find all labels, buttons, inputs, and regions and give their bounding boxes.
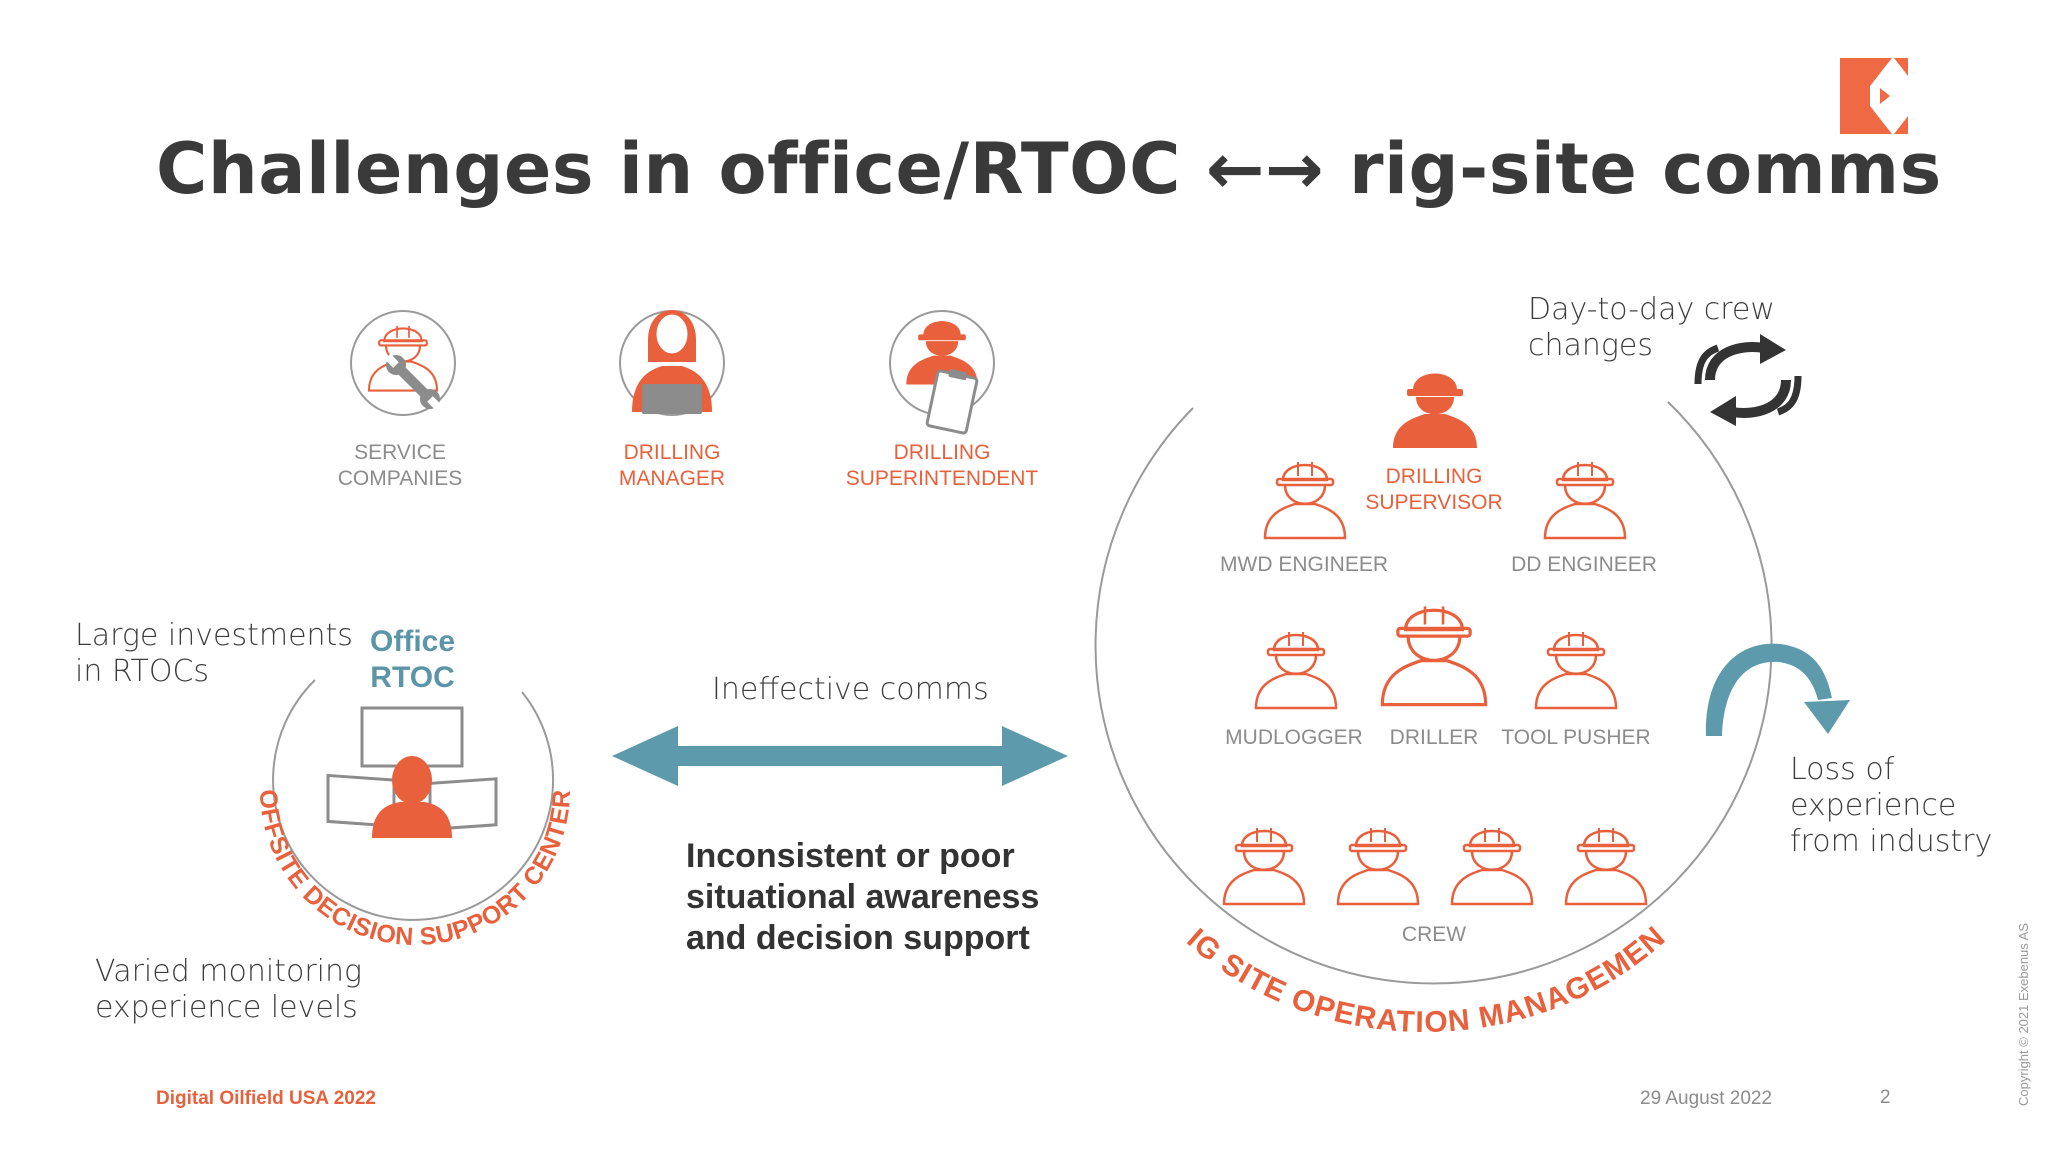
manager-laptop-icon <box>619 310 725 416</box>
footer-event: Digital Oilfield USA 2022 <box>156 1088 376 1109</box>
mwd-engineer-label: MWD ENGINEER <box>1220 553 1388 576</box>
crew-label: CREW <box>1401 923 1467 946</box>
tool-pusher-label: TOOL PUSHER <box>1501 726 1651 749</box>
footer-page-number: 2 <box>1880 1087 1891 1108</box>
cycle-arrows-icon <box>1694 334 1802 426</box>
tool-pusher-icon <box>1534 630 1618 710</box>
dd-engineer-label: DD ENGINEER <box>1511 553 1657 576</box>
exebenus-logo-icon <box>1840 58 1908 134</box>
mwd-engineer-icon <box>1263 460 1347 540</box>
drilling-supervisor-icon <box>1393 373 1477 448</box>
rtoc-circle-diagram: OFFSITE DECISION SUPPORT CENTER <box>254 679 576 951</box>
mudlogger-label: MUDLOGGER <box>1225 726 1363 749</box>
rig-site-circle-diagram: RIG SITE OPERATION MANAGEMENT <box>1080 380 1773 1039</box>
worker-clipboard-icon <box>889 310 995 435</box>
dd-engineer-icon <box>1543 460 1627 540</box>
footer-date: 29 August 2022 <box>1640 1088 1773 1109</box>
crew-member-icon <box>1450 826 1534 906</box>
ineffective-comms-label: Ineffective comms <box>712 672 989 707</box>
curved-down-arrow-icon <box>1705 643 1850 736</box>
crew-member-icon <box>1222 826 1306 906</box>
page-title: Challenges in office/RTOC ←→ rig-site co… <box>156 128 1942 210</box>
driller-icon <box>1380 604 1488 707</box>
crew-member-icon <box>1336 826 1420 906</box>
driller-label: DRILLER <box>1389 726 1479 749</box>
mudlogger-icon <box>1254 630 1338 710</box>
copyright-notice: Copyright © 2021 Exebenus AS <box>2016 922 2031 1106</box>
double-arrow-icon <box>612 726 1068 786</box>
crew-member-icon <box>1564 826 1648 906</box>
worker-wrench-icon <box>350 310 456 416</box>
